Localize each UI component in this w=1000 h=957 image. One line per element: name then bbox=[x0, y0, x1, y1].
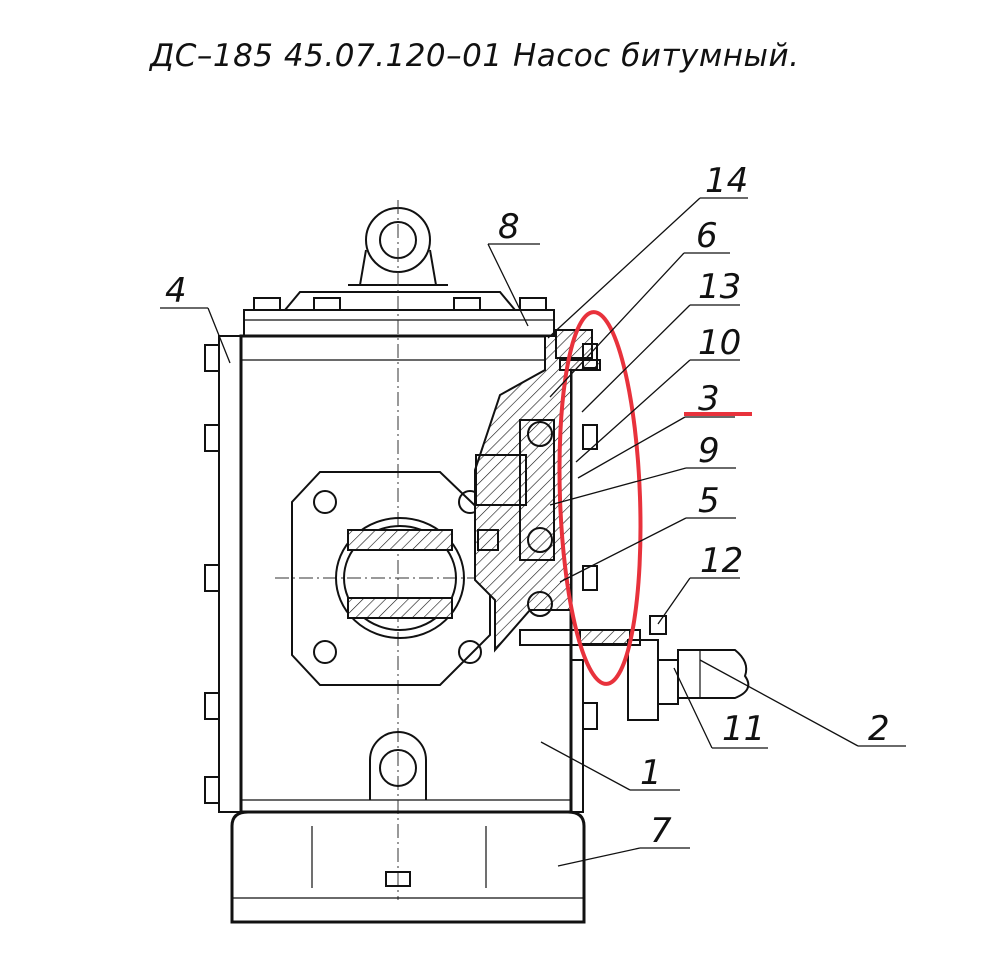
part-label-8: 8 bbox=[498, 207, 520, 247]
part-label-1: 1 bbox=[640, 753, 662, 793]
leader-lines bbox=[160, 197, 906, 867]
part-label-7: 7 bbox=[650, 811, 672, 851]
suction-flange bbox=[291, 471, 491, 686]
part-label-10: 10 bbox=[698, 323, 741, 363]
part-label-11: 11 bbox=[722, 709, 765, 749]
pump-base bbox=[230, 810, 586, 924]
side-cover-left bbox=[204, 335, 242, 813]
part-label-4: 4 bbox=[165, 271, 187, 311]
drive-shaft bbox=[627, 615, 750, 721]
part-label-9: 9 bbox=[698, 431, 720, 471]
part-label-14: 14 bbox=[705, 161, 748, 201]
top-cover bbox=[243, 291, 555, 337]
part-label-2: 2 bbox=[868, 709, 890, 749]
highlight-ellipse bbox=[557, 310, 643, 686]
part-label-6: 6 bbox=[696, 216, 718, 256]
bearing-section bbox=[474, 329, 641, 653]
part-label-12: 12 bbox=[700, 541, 743, 581]
part-label-13: 13 bbox=[698, 267, 741, 307]
drain-boss bbox=[369, 731, 427, 800]
part-label-5: 5 bbox=[698, 481, 720, 521]
right-bolts bbox=[582, 343, 598, 591]
part-label-3: 3 bbox=[698, 379, 720, 419]
drawing-title: ДС–185 45.07.120–01 Насос битумный. bbox=[150, 38, 800, 74]
